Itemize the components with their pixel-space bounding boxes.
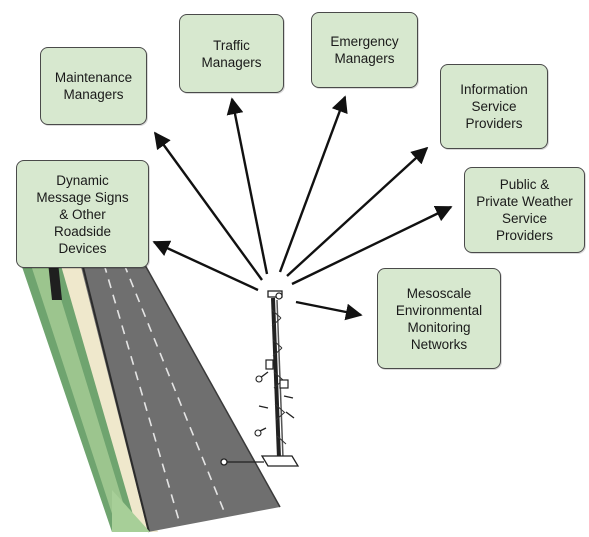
tower-lattice — [271, 309, 287, 445]
traffic-managers-box: Traffic Managers — [179, 14, 284, 93]
road-dark-curb — [48, 262, 62, 300]
weather-station-tower-icon — [220, 290, 300, 467]
mesoscale-networks-box: Mesoscale Environmental Monitoring Netwo… — [377, 268, 501, 369]
tower-base-pad — [260, 455, 300, 467]
road-edge-line — [81, 262, 150, 533]
sensor-box-1 — [265, 359, 274, 370]
road-asphalt — [80, 263, 280, 532]
road-edge-line-right — [144, 264, 281, 508]
roadway-illustration — [18, 255, 281, 533]
arrow-to-traffic — [226, 97, 269, 275]
emergency-managers-box: Emergency Managers — [311, 12, 418, 88]
road-grass-light — [30, 262, 132, 532]
arrow-to-maintenance — [154, 131, 263, 281]
arrow-to-emergency — [278, 95, 348, 273]
sensor-arms — [257, 371, 295, 433]
arrow-to-information — [286, 146, 429, 277]
weather-service-providers-box: Public & Private Weather Service Provide… — [464, 167, 585, 253]
sensor-dish-1 — [255, 375, 263, 383]
maintenance-managers-box: Maintenance Managers — [40, 47, 147, 125]
sensor-top — [275, 292, 283, 300]
road-foreground-grass — [112, 490, 150, 532]
pavement-sensor — [220, 458, 228, 466]
arrow-to-weather — [291, 205, 453, 286]
arrows — [152, 95, 453, 321]
tower-antenna — [267, 290, 283, 298]
information-service-providers-box: Information Service Providers — [440, 64, 548, 149]
sensor-box-2 — [279, 379, 289, 389]
arrow-to-dms — [152, 240, 259, 292]
lane-divider-1 — [103, 263, 181, 525]
dynamic-message-signs-box: Dynamic Message Signs & Other Roadside D… — [16, 160, 149, 268]
tower-mast-side — [276, 299, 284, 459]
arrow-to-mesoscale — [295, 300, 363, 321]
sensor-dish-2 — [254, 429, 262, 437]
lane-divider-2 — [123, 263, 227, 517]
